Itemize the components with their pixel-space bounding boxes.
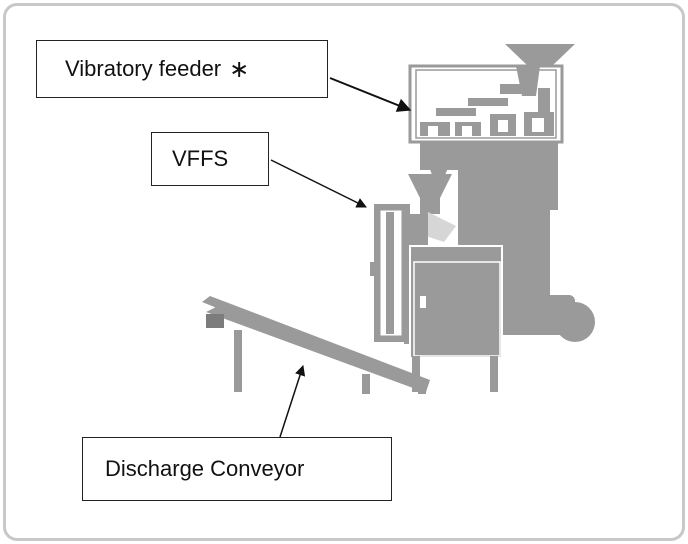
vibratory-feeder-label: Vibratory feeder ∗ [36,40,328,98]
vffs-arrow [270,159,367,208]
discharge-conveyor [202,296,430,394]
vibratory-feeder [408,44,575,144]
asterisk-marker: ∗ [229,55,250,83]
discharge-conveyor-label-text: Discharge Conveyor [105,456,305,481]
vffs-label-text: VFFS [172,146,229,171]
vffs-label: VFFS [151,132,269,186]
discharge-conveyor-label: Discharge Conveyor [82,437,392,501]
vibratory-feeder-label-text: Vibratory feeder [65,56,222,81]
vffs-machine [370,174,503,392]
conveyor-arrow [279,365,306,438]
feeder-arrow [329,77,412,112]
